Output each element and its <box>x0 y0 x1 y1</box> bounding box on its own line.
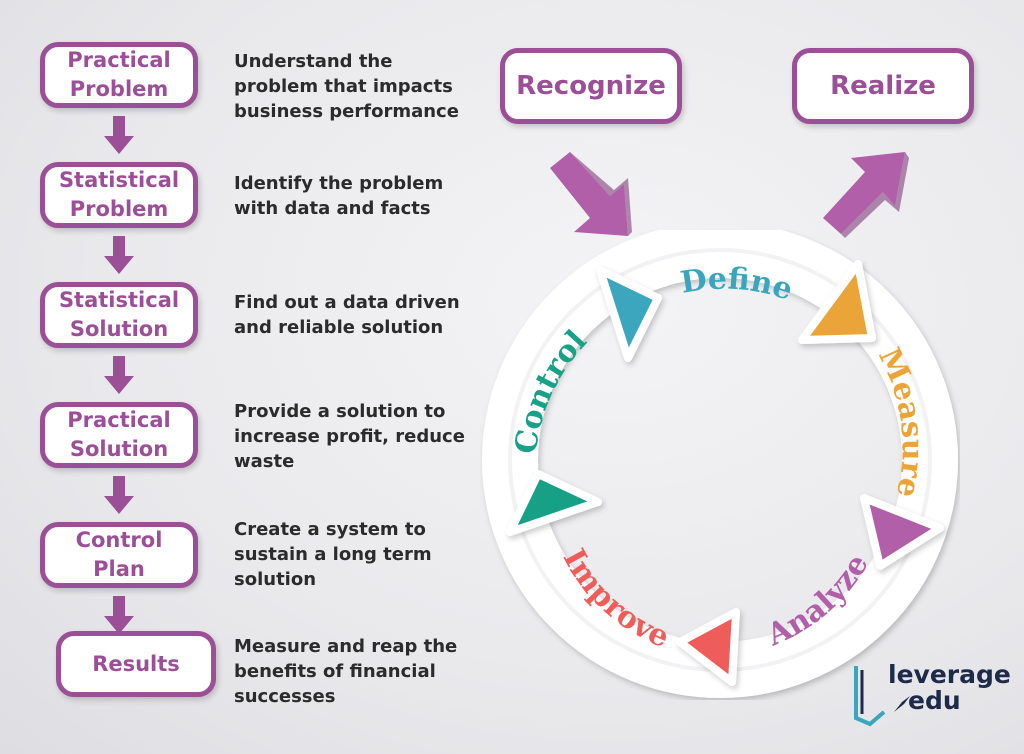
step-practical-problem: Practical Problem <box>40 42 198 108</box>
step-statistical-solution: Statistical Solution <box>40 282 198 348</box>
step-control-plan: Control Plan <box>40 522 198 588</box>
desc-line: Measure and reap the <box>234 636 458 657</box>
desc-line: Understand the <box>234 51 393 72</box>
step-title-line1: Practical <box>67 48 171 72</box>
desc-line: waste <box>234 451 295 472</box>
step-title-line1: Practical <box>67 408 171 432</box>
step-title-line1: Statistical <box>58 288 180 312</box>
desc-line: business performance <box>234 101 459 122</box>
step-title-line2: Solution <box>69 317 169 341</box>
step-description: Identify the problem with data and facts <box>234 171 484 221</box>
phase-recognize: Recognize <box>500 48 682 124</box>
desc-line: Create a system to <box>234 519 426 540</box>
improve-triangle-icon <box>676 608 740 686</box>
desc-line: Identify the problem <box>234 173 444 194</box>
step-description: Understand the problem that impacts busi… <box>234 49 484 124</box>
desc-line: and reliable solution <box>234 317 444 338</box>
step-title-line1: Control <box>75 528 163 552</box>
rocket-icon <box>894 696 910 712</box>
desc-line: Find out a data driven <box>234 292 460 313</box>
desc-line: solution <box>234 569 317 590</box>
step-description: Create a system to sustain a long term s… <box>234 517 484 592</box>
recognize-arrow-icon <box>550 152 632 236</box>
desc-line: successes <box>234 686 336 707</box>
desc-line: problem that impacts <box>234 76 453 97</box>
down-arrow-icon <box>104 116 134 154</box>
desc-line: Provide a solution to <box>234 401 446 422</box>
step-title-line2: Solution <box>69 437 169 461</box>
down-arrow-icon <box>104 476 134 514</box>
step-results: Results <box>56 631 216 697</box>
define-triangle-icon <box>596 266 662 362</box>
step-title-line1: Results <box>92 651 180 676</box>
brand-line2: edu <box>908 686 961 715</box>
leverage-logo-icon <box>854 666 886 727</box>
step-title-line2: Problem <box>69 77 169 101</box>
control-triangle-icon <box>506 470 602 536</box>
brand-line1: leverage <box>888 660 1011 689</box>
desc-line: benefits of financial <box>234 661 436 682</box>
analyze-triangle-icon <box>860 494 944 570</box>
desc-line: with data and facts <box>234 198 431 219</box>
step-description: Find out a data driven and reliable solu… <box>234 290 484 340</box>
down-arrow-icon <box>104 236 134 274</box>
step-practical-solution: Practical Solution <box>40 402 198 468</box>
step-title-line1: Statistical <box>58 168 180 192</box>
dmaic-cycle: Define Measure Analyze Improve Control <box>482 230 958 698</box>
step-description: Provide a solution to increase profit, r… <box>234 399 484 474</box>
step-statistical-problem: Statistical Problem <box>40 162 198 228</box>
phase-realize: Realize <box>792 48 974 124</box>
realize-arrow-icon <box>823 152 909 238</box>
step-title-line2: Problem <box>69 197 169 221</box>
down-arrow-icon <box>104 356 134 394</box>
desc-line: increase profit, reduce <box>234 426 465 447</box>
brand-logo: leverage edu <box>888 662 1011 714</box>
measure-triangle-icon <box>798 260 876 344</box>
step-description: Measure and reap the benefits of financi… <box>234 634 484 709</box>
desc-line: sustain a long term <box>234 544 432 565</box>
step-title-line2: Plan <box>93 557 145 581</box>
down-arrow-icon <box>104 596 134 634</box>
